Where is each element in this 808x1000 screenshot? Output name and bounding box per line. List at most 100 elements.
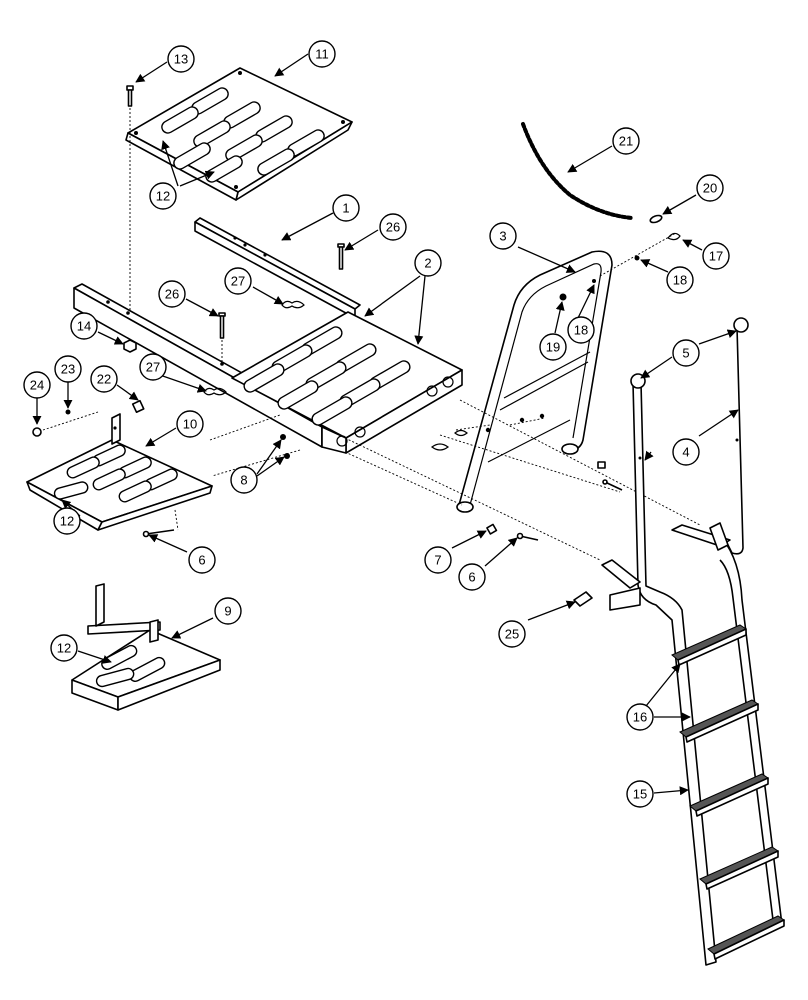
callout-23: 23 [54,355,82,383]
bolt-8b [284,453,290,459]
svg-text:27: 27 [231,274,245,289]
callout-12: 12 [149,182,177,210]
svg-text:18: 18 [574,323,588,338]
ladder-treads [671,624,786,960]
svg-text:5: 5 [682,346,689,361]
svg-text:8: 8 [240,473,247,488]
callout-5: 5 [672,339,700,367]
callout-12: 12 [53,507,81,535]
svg-text:4: 4 [682,445,689,460]
svg-text:15: 15 [633,787,647,802]
pin-6-left [142,529,175,538]
svg-text:1: 1 [342,201,349,216]
callout-4: 4 [672,438,700,466]
bolt-8a [280,434,286,440]
bolt-near-handrail [597,461,623,491]
dashed-guide [599,232,677,277]
callout-25: 25 [498,620,526,648]
svg-text:12: 12 [156,189,170,204]
upper-rail [194,217,361,319]
callout-10: 10 [176,410,204,438]
callout-24: 24 [23,371,51,399]
svg-text:10: 10 [183,417,197,432]
callout-14: 14 [70,312,98,340]
callout-16: 16 [626,703,654,731]
svg-text:12: 12 [57,641,71,656]
callout-6: 6 [458,563,486,591]
svg-text:22: 22 [97,372,111,387]
pin-26-right [337,243,345,270]
lower-side-step [71,583,221,711]
svg-text:27: 27 [146,360,160,375]
svg-text:9: 9 [224,604,231,619]
callout-7: 7 [424,546,452,574]
svg-text:12: 12 [60,514,74,529]
svg-text:7: 7 [434,553,441,568]
clip-27-upper [281,300,305,309]
svg-text:16: 16 [633,710,647,725]
svg-text:23: 23 [61,362,75,377]
clip-link [430,443,450,451]
callout-13: 13 [167,45,195,73]
pin-26-left [218,312,226,339]
chain [521,122,634,220]
callout-3: 3 [489,222,517,250]
bracket-25 [573,591,593,607]
step-slots [53,444,178,503]
alignment-guides [174,399,701,561]
svg-text:24: 24 [30,378,44,393]
leader-lines [32,53,739,796]
svg-text:20: 20 [703,181,717,196]
svg-text:13: 13 [174,52,188,67]
nut-24 [32,427,42,437]
callout-11: 11 [308,40,336,68]
callout-18: 18 [666,266,694,294]
svg-text:17: 17 [709,249,723,264]
callout-15: 15 [626,780,654,808]
nut-18 [634,255,640,261]
dashed-guide [42,411,99,431]
callout-27: 27 [224,267,252,295]
svg-text:11: 11 [315,47,329,62]
callout-6: 6 [188,546,216,574]
svg-text:18: 18 [673,273,687,288]
callout-12: 12 [50,634,78,662]
callout-27: 27 [139,353,167,381]
svg-text:25: 25 [505,627,519,642]
callout-9: 9 [214,597,242,625]
callout-1: 1 [332,194,360,222]
svg-text:21: 21 [619,134,633,149]
callout-26: 26 [158,280,186,308]
grate-slots [161,87,325,183]
callout-2: 2 [414,249,442,277]
bolt-7 [486,523,498,535]
washer-23 [65,409,71,415]
pin-6-right [516,532,539,541]
svg-text:2: 2 [424,256,431,271]
callout-19: 19 [539,333,567,361]
svg-text:26: 26 [165,287,179,302]
bolt-13 [126,85,134,107]
callout-8: 8 [230,466,258,494]
callout-22: 22 [90,365,118,393]
clip-17 [667,232,681,241]
nut-14 [123,339,137,353]
link-20 [649,214,663,224]
callout-17: 17 [702,242,730,270]
handrail [456,250,613,513]
top-grate-plate [125,67,353,201]
clip-link [454,429,468,437]
svg-text:6: 6 [198,553,205,568]
svg-text:14: 14 [77,319,91,334]
ladder [601,317,786,966]
svg-text:6: 6 [468,570,475,585]
svg-text:19: 19 [546,340,560,355]
callouts: 13 11 12 1 26 2 3 21 20 17 18 27 26 18 1… [23,40,730,808]
svg-text:3: 3 [499,229,506,244]
callout-18: 18 [567,316,595,344]
clip-27-lower [203,387,227,396]
platform-slots [243,326,411,426]
callout-26: 26 [379,213,407,241]
callout-20: 20 [696,174,724,202]
